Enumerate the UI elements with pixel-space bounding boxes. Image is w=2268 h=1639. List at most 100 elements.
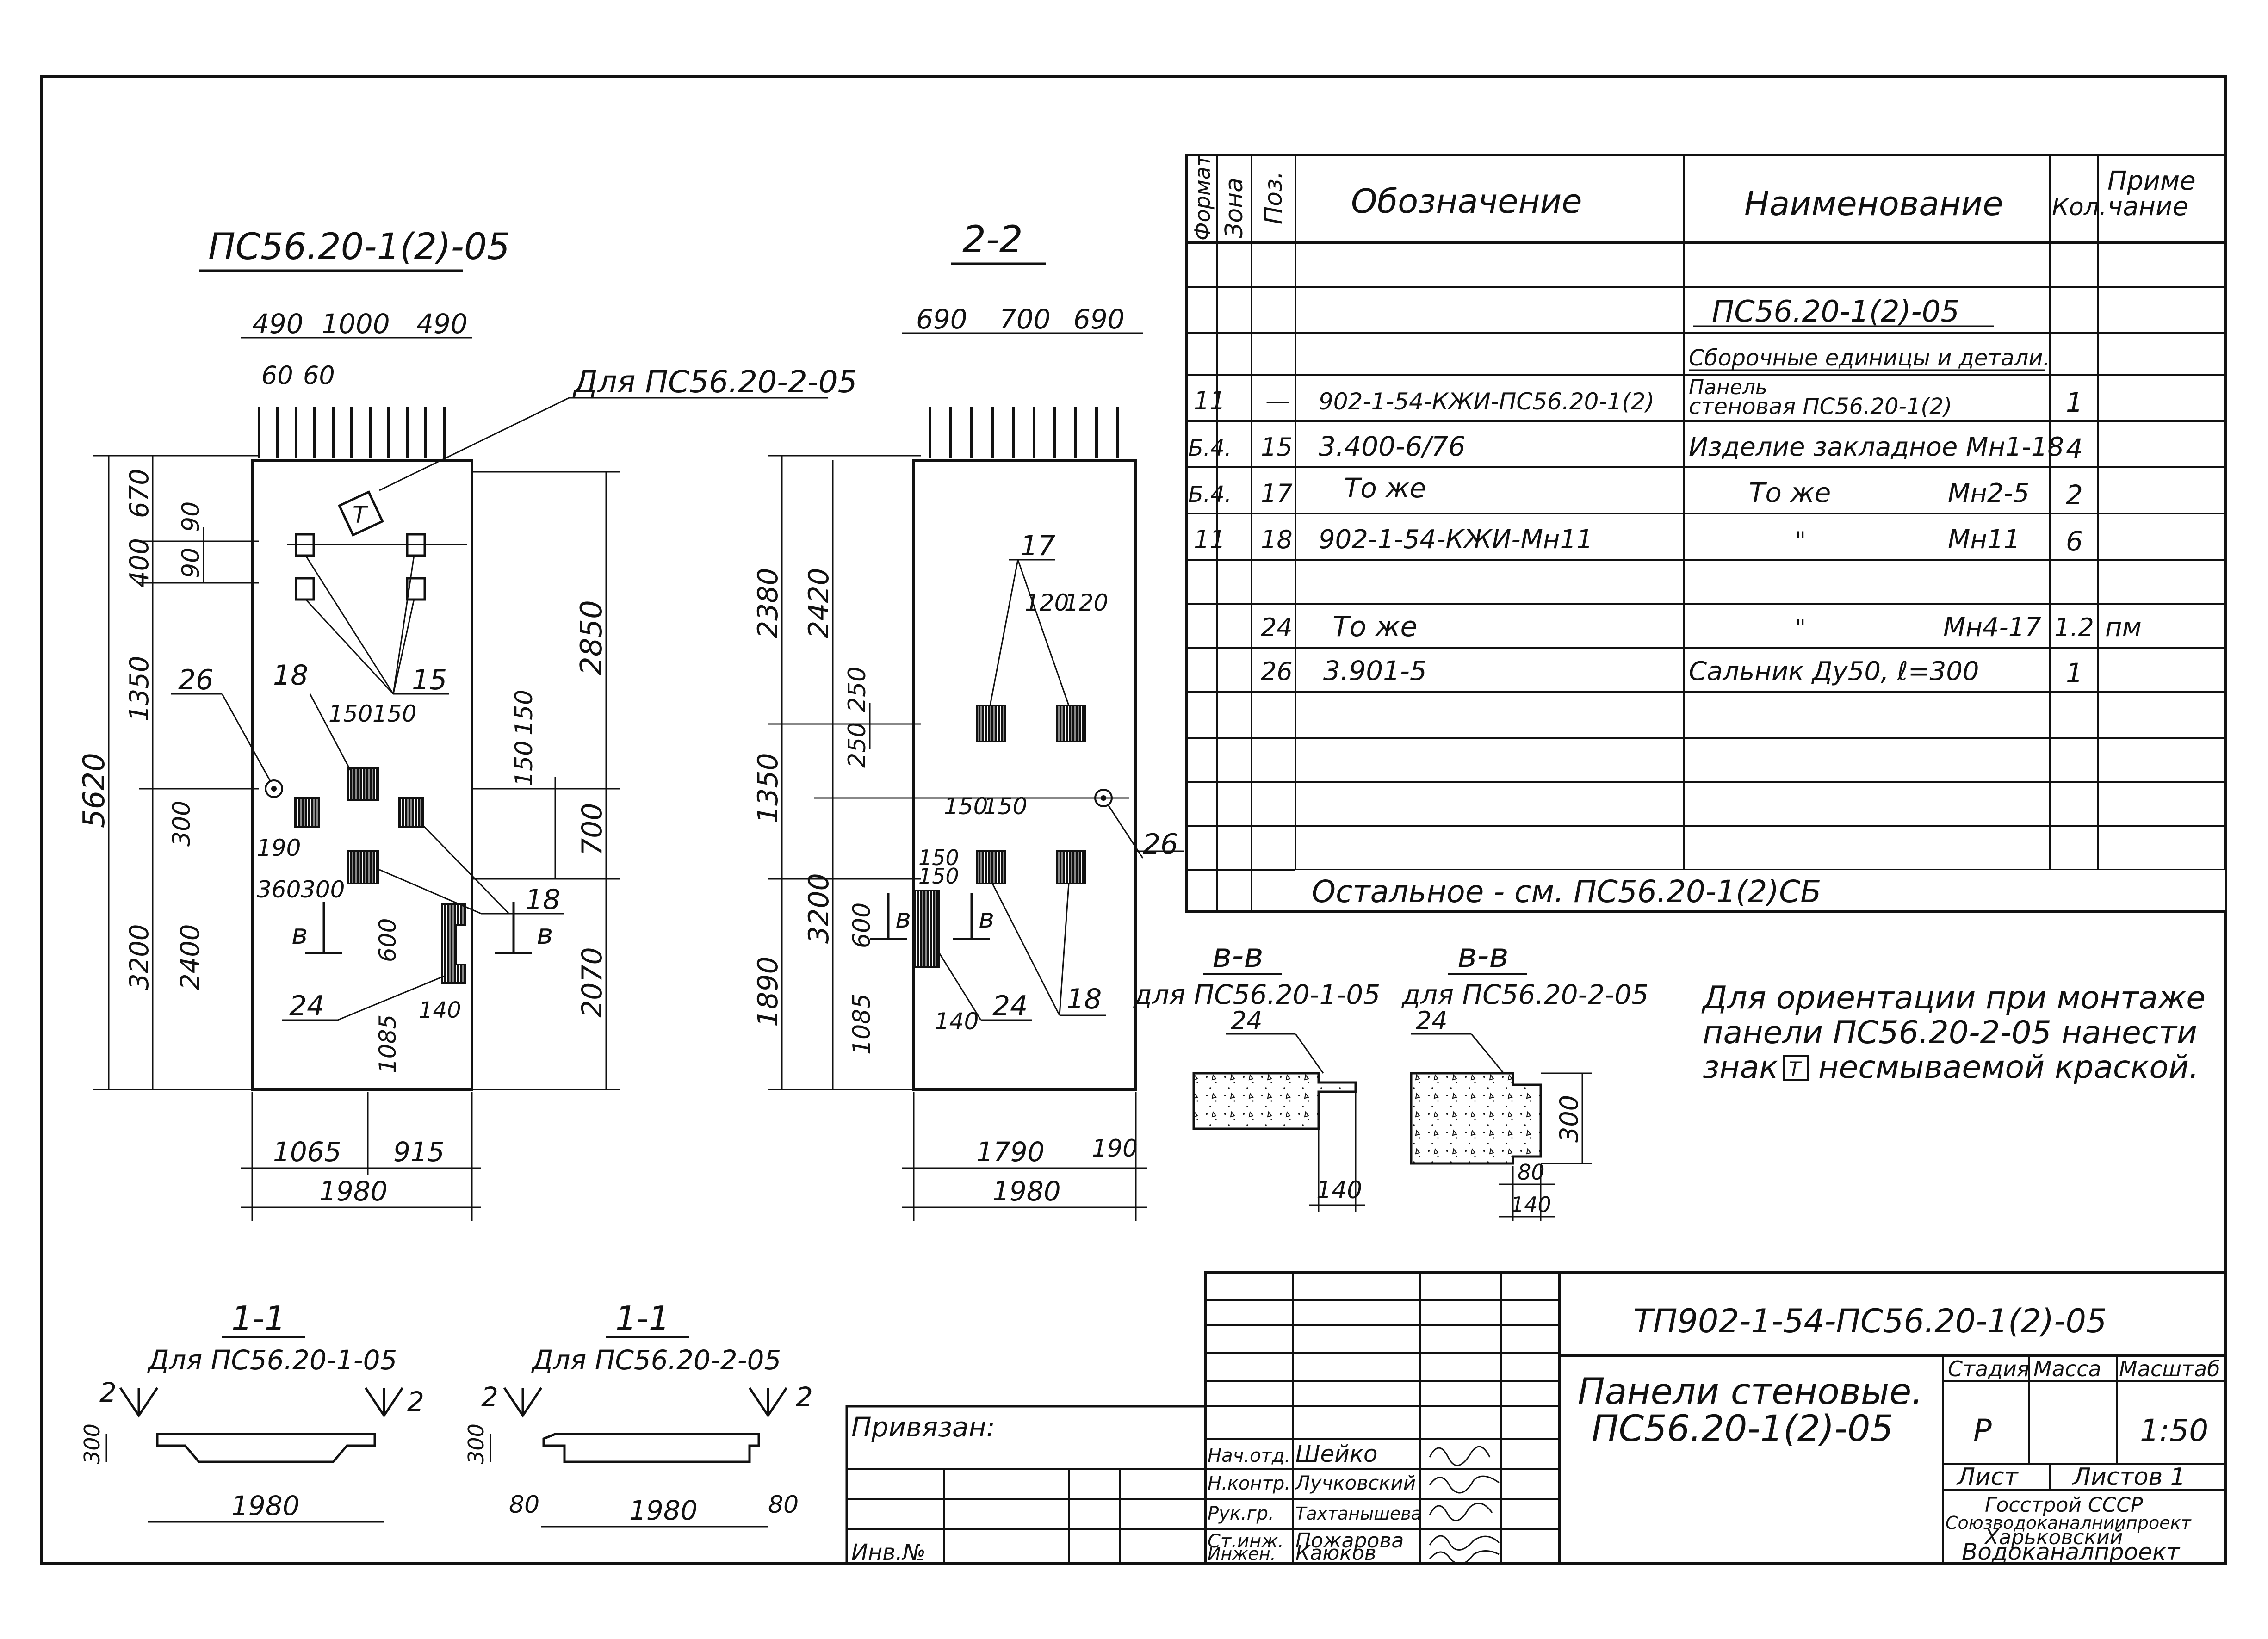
row4-pos: 18 <box>1261 525 1293 554</box>
section-2-2: 2-2 690 700 690 <box>752 218 1184 1221</box>
mass-label: Масса <box>2033 1356 2101 1381</box>
th-note-1: Приме <box>2107 166 2196 196</box>
signer-name-2: Лучковский <box>1295 1472 1416 1494</box>
orientation-note-line-2: панели ПС56.20-2-05 нанести <box>1703 1014 2197 1051</box>
niche-24 <box>914 890 940 968</box>
gland-26 <box>265 779 283 798</box>
row4-format: 11 <box>1194 525 1226 554</box>
section22-leader-17: 17 <box>1020 530 1055 562</box>
svg-text:Т: Т <box>1789 1058 1802 1080</box>
spec-section-subtitle: Сборочные единицы и детали. <box>1689 345 2050 371</box>
row4-qty: 6 <box>2066 526 2083 557</box>
orientation-note: Для ориентации при монтаже панели ПС56.2… <box>1701 980 2206 1086</box>
left-rebar-outlets <box>258 407 446 458</box>
section-1-1-b: 1-1 Для ПС56.20-2-05 2 2 300 80 80 1980 <box>464 1299 813 1528</box>
section-11-a-dim-300: 300 <box>80 1423 105 1464</box>
row3-pos: 17 <box>1261 479 1293 508</box>
embed-item-18 <box>347 850 379 884</box>
stage-label: Стадия <box>1948 1356 2029 1381</box>
left-leader-26: 26 <box>178 664 213 696</box>
row3-name-b: Мн2-5 <box>1948 478 2029 508</box>
signer-name-3: Тахтанышева <box>1295 1503 1422 1524</box>
row1-name-2: стеновая ПС56.20-1(2) <box>1689 394 1952 420</box>
left-bottom-915: 915 <box>393 1136 445 1168</box>
embed-item-18 <box>1056 850 1086 884</box>
left-inner-150a: 150 <box>328 700 372 727</box>
left-dim-90a: 90 <box>177 501 205 532</box>
left-bottom-1980: 1980 <box>319 1175 388 1207</box>
signer-role-5: Инжен. <box>1208 1544 1276 1564</box>
org-line-1: Госстрой СССР <box>1985 1493 2143 1517</box>
row6-name: Сальник Ду50, ℓ=300 <box>1689 656 1979 687</box>
inv-label: Инв.№ <box>851 1540 926 1565</box>
embed-item-17 <box>1056 705 1086 742</box>
section22-dim-1890: 1890 <box>752 956 784 1027</box>
signer-name-1: Шейко <box>1295 1441 1378 1467</box>
left-dim-700: 700 <box>576 803 608 856</box>
signer-name-4: Пожарова <box>1295 1529 1404 1552</box>
row5-name-b: Мн4-17 <box>1943 612 2041 643</box>
org-line-4: Водоканалпроект <box>1962 1539 2181 1565</box>
linked-label: Привязан: <box>851 1411 995 1443</box>
row2-designation: 3.400-6/76 <box>1319 431 1465 462</box>
section22-dim-250a: 250 <box>843 722 871 768</box>
signer-role-1: Нач.отд. <box>1208 1445 1290 1466</box>
left-top-dim-2: 1000 <box>322 308 390 340</box>
section22-dim-250b: 250 <box>843 667 871 712</box>
orientation-note-line-1: Для ориентации при монтаже <box>1701 980 2206 1016</box>
left-leader-18-bottom: 18 <box>525 884 560 916</box>
section22-dim-3200: 3200 <box>803 873 835 944</box>
signer-role-4: Ст.инж. <box>1208 1531 1284 1552</box>
embed-item-18 <box>976 850 1006 884</box>
embed-item-17 <box>976 705 1006 742</box>
section-11-a-mark-2: 2 <box>407 1386 424 1417</box>
left-bottom-1065: 1065 <box>273 1136 341 1168</box>
section-11-b-mark-1: 2 <box>481 1381 498 1413</box>
row5-qty: 1.2 <box>2054 613 2094 642</box>
left-cut-mark-1: в <box>291 918 308 951</box>
section-bb-2-label-24: 24 <box>1416 1006 1448 1035</box>
row6-qty: 1 <box>2066 657 2083 689</box>
section22-dim-1350: 1350 <box>752 753 784 823</box>
doc-title-2: ПС56.20-1(2)-05 <box>1592 1408 1893 1450</box>
signer-role-2: Н.контр. <box>1208 1473 1290 1494</box>
section-bb-1: в-в для ПС56.20-1-05 24 140 <box>1133 936 1380 1212</box>
section-11-a-title: 1-1 <box>231 1299 286 1338</box>
left-note-label: Для ПС56.20-2-05 <box>572 364 857 400</box>
left-dim-670: 670 <box>124 469 155 518</box>
row6-designation: 3.901-5 <box>1323 655 1427 687</box>
section-11-b-mark-2: 2 <box>796 1381 813 1413</box>
orientation-note-line-3b: несмываемой краской. <box>1818 1049 2199 1086</box>
left-dim-2070: 2070 <box>576 947 608 1018</box>
section22-cut-mark-1: в <box>895 903 911 934</box>
section22-inner-150d: 150 <box>918 864 959 889</box>
row1-name-1: Панель <box>1689 376 1767 399</box>
section-11-b-dim-300: 300 <box>464 1423 489 1464</box>
section-1-1-a: 1-1 Для ПС56.20-1-05 2 2 300 1980 <box>80 1299 424 1523</box>
embed-item-18 <box>294 797 320 828</box>
left-dim-2850: 2850 <box>575 600 609 675</box>
left-panel-outline <box>251 459 473 1091</box>
left-small-dim-1: 60 <box>261 361 293 390</box>
section22-inner-120a: 120 <box>1025 589 1069 616</box>
row1-pos: — <box>1265 386 1290 415</box>
left-top-dim-3: 490 <box>416 308 468 340</box>
th-name: Наименование <box>1744 184 2003 223</box>
row3-designation: То же <box>1344 472 1426 504</box>
row6-pos: 26 <box>1261 657 1293 686</box>
niche-24 <box>441 903 466 984</box>
section-bb-1-subtitle: для ПС56.20-1-05 <box>1133 979 1380 1010</box>
row1-designation: 902-1-54-КЖИ-ПС56.20-1(2) <box>1319 388 1655 415</box>
left-view: ПС56.20-1(2)-05 490 1000 490 60 60 Для П… <box>77 226 857 1221</box>
embed-plate-15 <box>406 577 426 601</box>
section-bb-2-title: в-в <box>1457 936 1509 975</box>
left-leader-24: 24 <box>289 990 324 1022</box>
section22-rebar-outlets <box>929 407 1119 458</box>
th-note-2: чание <box>2107 192 2188 222</box>
left-leader-15: 15 <box>412 664 447 696</box>
th-zone: Зона <box>1221 178 1248 238</box>
section22-dim-2380: 2380 <box>752 568 784 638</box>
row1-format: 11 <box>1194 386 1226 415</box>
section22-leader-18: 18 <box>1066 983 1102 1015</box>
left-dim-90b: 90 <box>177 548 205 578</box>
